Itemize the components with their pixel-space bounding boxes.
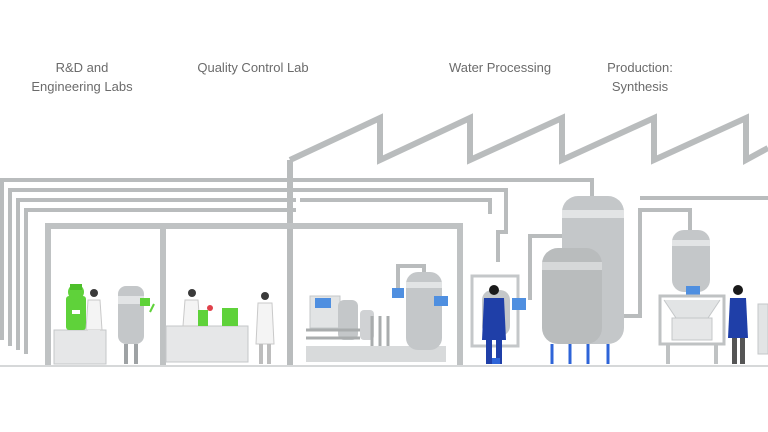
- water-skid-base: [306, 346, 446, 362]
- water-screen-2: [392, 288, 404, 298]
- qc-green-beaker-2: [222, 308, 238, 326]
- rnd-label-line-1: R&D and: [55, 60, 109, 75]
- reactor-frame: [470, 274, 520, 348]
- synthesis-screen: [686, 286, 700, 296]
- pipe-1: [0, 178, 594, 340]
- production-reactor-area: [470, 274, 526, 364]
- operator-blue-2: [728, 285, 748, 364]
- tank-legs: [550, 344, 610, 364]
- water-screen-1: [315, 298, 331, 308]
- rnd-vessel: [118, 286, 155, 364]
- qc-bench: [165, 325, 249, 363]
- water-processing-skid: [306, 272, 448, 362]
- water-tank: [406, 272, 442, 350]
- storage-tanks: [542, 196, 624, 364]
- pipe-3: [16, 198, 296, 350]
- synthesis-unit: [658, 230, 768, 364]
- rnd-lab-equipment: [53, 284, 155, 365]
- pipe-4: [24, 208, 296, 354]
- operator-blue: [482, 285, 506, 364]
- water-processing-label: Water Processing: [448, 60, 552, 75]
- rnd-scientist: [85, 289, 103, 336]
- water-screen-3: [434, 296, 448, 306]
- pipe-2: [8, 188, 508, 346]
- water-pipes: [306, 316, 390, 346]
- production-label: Production: Synthesis: [592, 58, 688, 96]
- qc-scientist-2: [255, 292, 275, 364]
- qc-green-beaker-1: [198, 310, 208, 326]
- synthesis-tank: [672, 230, 710, 292]
- tank-front: [542, 248, 602, 344]
- production-label-line-1: Production:: [607, 60, 673, 75]
- reactor-screen: [512, 298, 526, 310]
- synthesis-frame: [658, 294, 726, 346]
- qc-lab-equipment: [165, 289, 275, 364]
- pipe-network: [0, 178, 768, 354]
- rnd-label: R&D and Engineering Labs: [22, 58, 142, 96]
- qc-scientist-1: [182, 289, 201, 327]
- pipe-5: [300, 198, 492, 214]
- factory-roof: [288, 113, 768, 166]
- lab-enclosure: [45, 223, 463, 366]
- rnd-label-line-2: Engineering Labs: [31, 79, 133, 94]
- production-label-line-2: Synthesis: [611, 79, 669, 94]
- quality-control-label: Quality Control Lab: [197, 60, 309, 75]
- pipe-9: [396, 264, 426, 290]
- pipe-7: [620, 208, 692, 318]
